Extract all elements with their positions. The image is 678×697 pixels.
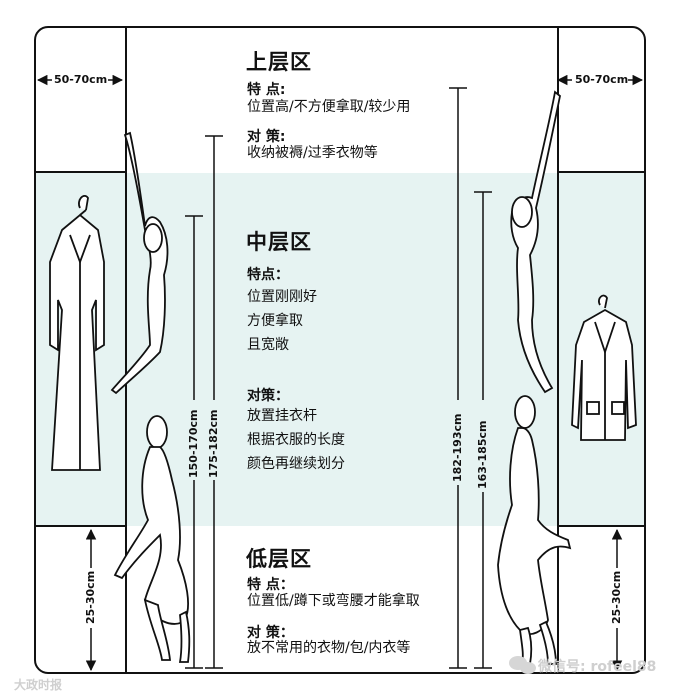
upper-features-text: 位置高/不方便拿取/较少用 (247, 95, 410, 119)
middle-strategy-label: 对策： (247, 385, 289, 405)
middle-strategy-line: 根据衣服的长度 (247, 428, 345, 452)
left-reach-label-2: 175-182cm (207, 410, 220, 478)
left-crouching-figure (115, 416, 189, 662)
middle-features-line: 且宽敞 (247, 333, 289, 357)
middle-features-line: 位置刚刚好 (247, 285, 317, 309)
right-reach-label-2: 163-185cm (476, 421, 489, 489)
long-coat-icon (50, 196, 104, 470)
right-crouching-figure (498, 396, 570, 664)
middle-strategy-line: 颜色再继续划分 (247, 452, 345, 476)
right-bottom-label: 25-30cm (610, 571, 623, 624)
right-width-label: 50-70cm (575, 73, 628, 86)
lower-strategy-text: 放不常用的衣物/包/内衣等 (247, 636, 410, 660)
upper-strategy-text: 收纳被褥/过季衣物等 (247, 141, 378, 165)
right-reach-label-1: 182-193cm (451, 414, 464, 482)
lower-zone-title: 低层区 (246, 543, 312, 573)
right-reach-line-1 (449, 88, 467, 668)
left-watermark: 大政时报 (14, 676, 62, 693)
short-coat-icon (572, 296, 636, 440)
left-reach-label-1: 150-170cm (187, 410, 200, 478)
middle-features-line: 方便拿取 (247, 309, 303, 333)
left-bottom-label: 25-30cm (84, 571, 97, 624)
middle-strategy-line: 放置挂衣杆 (247, 404, 317, 428)
left-reach-line-2 (205, 136, 223, 668)
middle-zone-title: 中层区 (246, 226, 312, 256)
right-standing-figure (511, 92, 560, 392)
right-watermark: 微信号: rofeel88 (538, 656, 656, 676)
middle-features-label: 特点： (247, 264, 289, 284)
left-standing-figure (112, 133, 167, 393)
upper-zone-title: 上层区 (246, 46, 312, 76)
left-width-label: 50-70cm (54, 73, 107, 86)
wechat-logo-icon (509, 656, 536, 674)
lower-features-text: 位置低/蹲下或弯腰才能拿取 (247, 589, 420, 613)
